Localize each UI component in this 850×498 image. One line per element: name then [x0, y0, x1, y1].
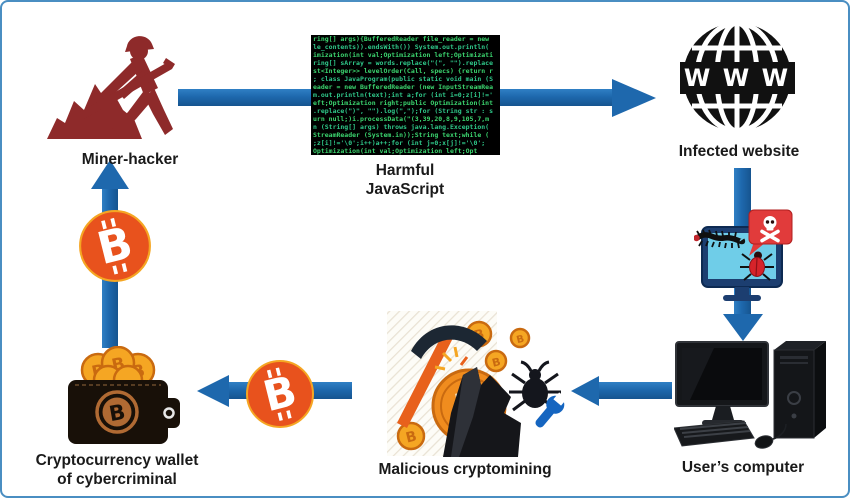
- www-globe-icon: W W W: [680, 20, 795, 134]
- code-line: ring[] args){BufferedReader file_reader …: [313, 35, 490, 43]
- code-line: m.out.println(text);int a;for (int i=0;z…: [313, 91, 494, 99]
- code-line: urn null;)i.processData("(3,39,20,8,9,10…: [313, 115, 490, 123]
- code-line: le_contents)).endsWith()) System.out.pri…: [313, 43, 490, 51]
- shovel-handle: [80, 62, 172, 119]
- wrench-icon: [535, 392, 565, 428]
- infected-monitor-icon: [694, 209, 793, 301]
- www-text: W W W: [684, 64, 790, 92]
- code-line: .replace(")", "").log(",");for (String s…: [313, 107, 494, 115]
- crypto-wallet-label: Cryptocurrency wallet of cybercriminal: [35, 452, 199, 488]
- bitcoin-icon: B: [79, 210, 151, 282]
- svg-text:B: B: [515, 334, 525, 347]
- miner-hacker-icon: [47, 36, 175, 139]
- code-line: StreamReader (System.in));String text;wh…: [313, 131, 490, 139]
- arrow-head: [571, 376, 599, 406]
- svg-text:B: B: [107, 400, 127, 426]
- code-line: ; class JavaProgram(public static void m…: [313, 75, 494, 83]
- arrow-shaft: [599, 382, 672, 399]
- code-line: ;z[i]!='\0';i++)a++;for (int j=0;x[j]!='…: [313, 139, 486, 147]
- pickaxe-icon: [397, 325, 487, 428]
- harmful-javascript-label: Harmful JavaScript: [365, 162, 445, 198]
- code-line: eader = new BufferedReader (new InputStr…: [313, 83, 494, 91]
- desktop-computer-icon: [674, 341, 826, 449]
- svg-text:B: B: [491, 355, 502, 370]
- bug-icon: [740, 251, 774, 281]
- arrow-head: [197, 375, 229, 407]
- arrow-head: [612, 79, 656, 117]
- pc-tower: [773, 341, 826, 439]
- arrow-head: [91, 160, 129, 189]
- harmful-javascript-code: ring[] args){BufferedReader file_reader …: [311, 35, 500, 155]
- code-line: n (String[] args) throws java.lang.Excep…: [313, 123, 490, 131]
- arrow-head: [723, 314, 763, 341]
- users-computer-label: User’s computer: [681, 459, 805, 476]
- wallet-bitcoin-emblem: B: [95, 390, 139, 434]
- code-line: eft;Optimization right;public Optimizati…: [313, 99, 494, 107]
- bitcoin-icon: B: [246, 360, 314, 428]
- mouse-icon: [754, 435, 774, 449]
- skull-bubble-icon: [748, 209, 793, 256]
- rock-facet: [451, 367, 481, 457]
- skull-icon: [760, 216, 780, 243]
- code-line: ring[] sArray = words.replace("(", "").r…: [313, 59, 494, 67]
- code-line: st<Integer>> levelOrder(Call, specs) {re…: [313, 67, 494, 75]
- worm-icon: [694, 229, 746, 249]
- code-line: Optimization(int val;Optimization left;O…: [313, 147, 478, 155]
- sparks: [434, 346, 469, 371]
- cryptomining-illustration: B B B B B: [387, 311, 565, 457]
- malicious-cryptomining-label: Malicious cryptomining: [378, 461, 552, 478]
- infected-website-label: Infected website: [678, 143, 800, 160]
- pc-monitor: [675, 341, 769, 426]
- malware-bug-icon: [509, 360, 561, 412]
- wallet-clasp: [156, 398, 180, 428]
- miner-hacker-label: Miner-hacker: [81, 151, 179, 168]
- hard-hat-icon: [125, 36, 154, 52]
- digger-figure: [80, 36, 175, 136]
- keyboard-icon: [674, 420, 755, 447]
- code-line: imization(int val;Optimization left;Opti…: [313, 51, 494, 59]
- svg-text:B: B: [404, 428, 418, 446]
- wallet-icon: B B B B: [68, 346, 180, 444]
